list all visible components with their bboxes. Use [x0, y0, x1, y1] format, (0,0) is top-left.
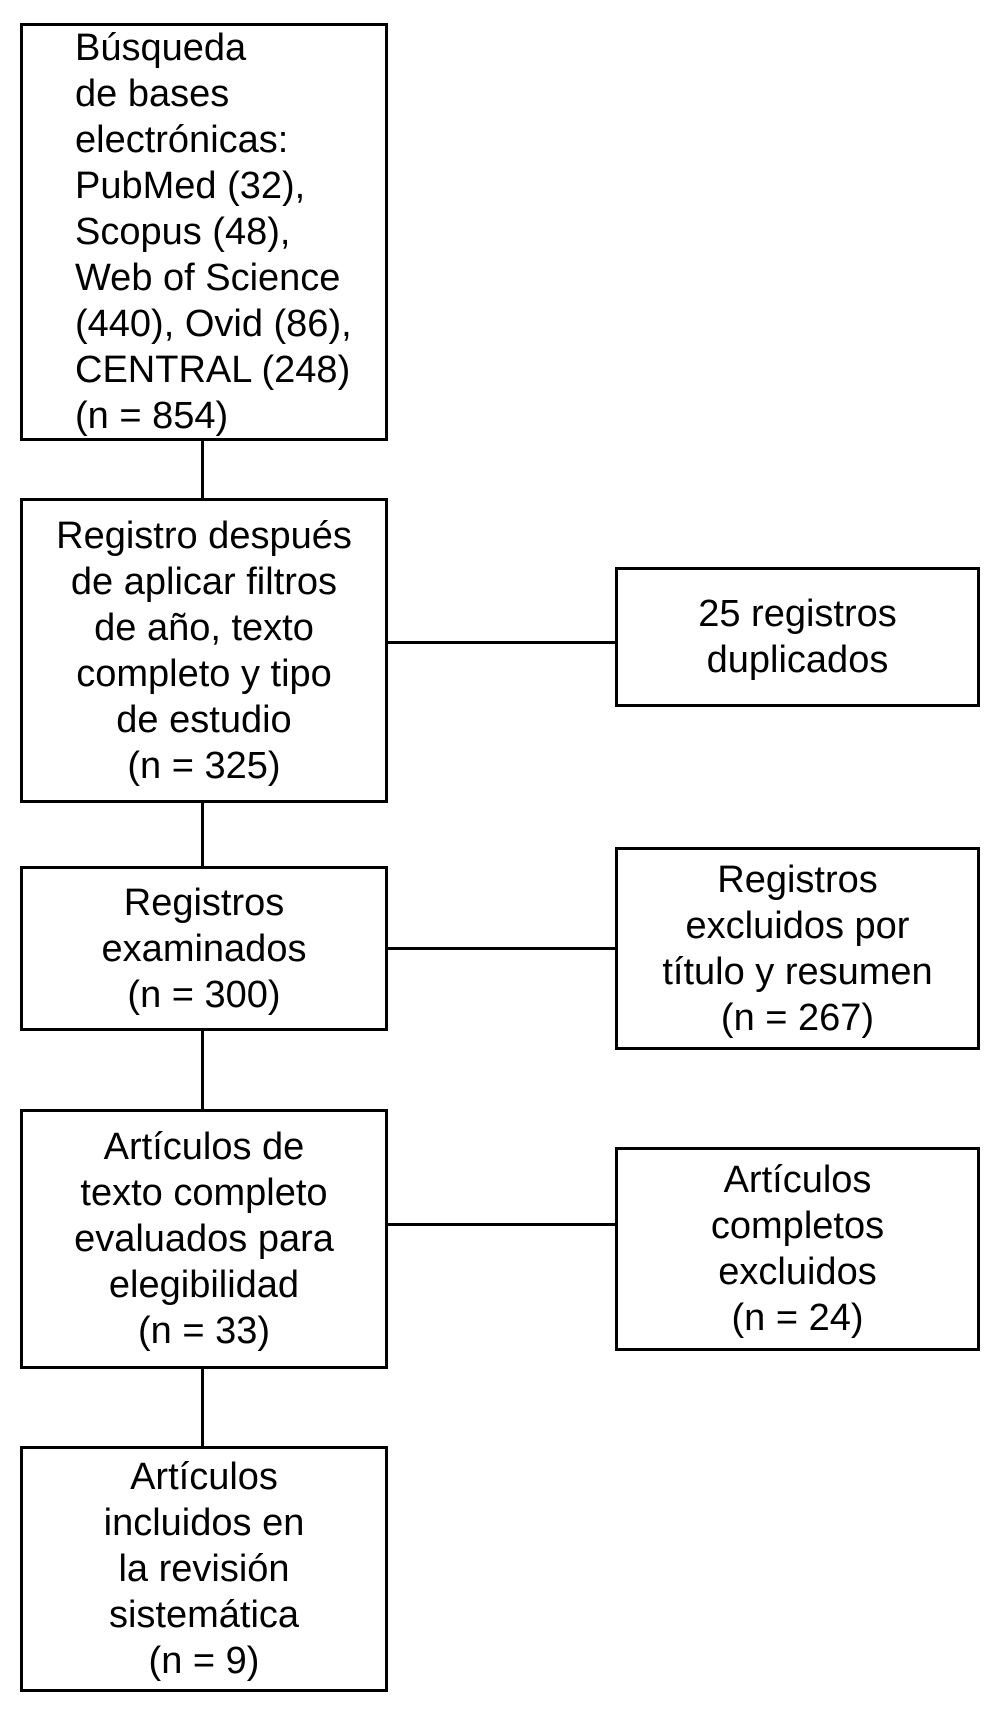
connector-fulltext-to-included — [201, 1369, 204, 1446]
box-fulltext-assessed: Artículos de texto completo evaluados pa… — [20, 1109, 388, 1369]
connector-search-to-filters — [201, 441, 204, 498]
connector-screened-to-excluded — [388, 947, 615, 950]
connector-filters-to-screened — [201, 803, 204, 866]
box-records-after-filters: Registro después de aplicar filtros de a… — [20, 498, 388, 803]
box-included-in-review: Artículos incluidos en la revisión siste… — [20, 1446, 388, 1692]
connector-filters-to-duplicates — [388, 641, 615, 644]
box-electronic-search: Búsqueda de bases electrónicas: PubMed (… — [20, 23, 388, 441]
box-duplicate-records: 25 registros duplicados — [615, 567, 980, 707]
box-records-screened: Registros examinados (n = 300) — [20, 866, 388, 1031]
connector-fulltext-to-fulltext-excluded — [388, 1223, 615, 1226]
box-excluded-title-abstract: Registros excluidos por título y resumen… — [615, 847, 980, 1050]
box-fulltext-excluded: Artículos completos excluidos (n = 24) — [615, 1147, 980, 1351]
connector-screened-to-fulltext — [201, 1031, 204, 1109]
